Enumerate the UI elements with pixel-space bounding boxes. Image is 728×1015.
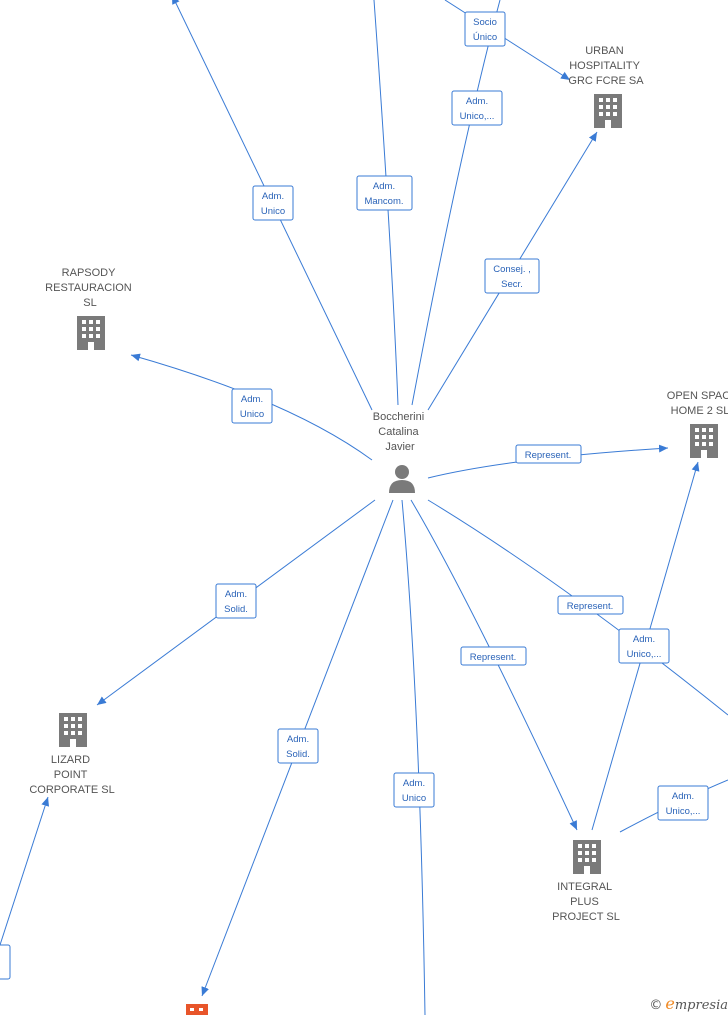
company-label-lizard: LIZARD POINT CORPORATE SL (29, 754, 114, 796)
copyright-symbol: © (649, 998, 663, 1013)
building-icon-urban[interactable] (594, 94, 622, 128)
rel-adm-unico-top[interactable]: Adm.Unico,... (451, 90, 503, 126)
rel-adm-unico-right[interactable]: Adm.Unico,... (618, 628, 670, 664)
rel-represent-right[interactable]: Represent. (557, 595, 624, 615)
rel-adm-mancom[interactable]: Adm.Mancom. (356, 175, 413, 211)
person-icon[interactable] (389, 465, 415, 493)
svg-text:Adm.Unico: Adm.Unico (402, 778, 426, 804)
rel-adm-solid-lizard[interactable]: Adm.Solid. (215, 583, 257, 619)
company-label-urban: URBAN HOSPITALITY GRC FCRE SA (568, 45, 644, 87)
edge-integral (410, 499, 578, 831)
brand-initial: e (665, 994, 675, 1013)
company-label-rapsody: RAPSODY RESTAURACION SL (45, 267, 135, 309)
svg-text:Adm.Unico,...: Adm.Unico,... (627, 634, 662, 660)
rel-adm-solid-bottom[interactable]: Adm.Solid. (277, 728, 319, 764)
edge-lizard-below (0, 796, 50, 946)
brand-name: mpresia (674, 998, 728, 1013)
svg-text:Represent.: Represent. (470, 652, 516, 663)
edge-mancom (373, 0, 399, 406)
rel-adm-unico-bottom[interactable]: Adm.Unico (393, 772, 435, 808)
rel-adm-unico-left-top[interactable]: Adm.Unico (252, 185, 294, 221)
rel-adm-unico-far-right[interactable]: Adm.Unico,... (657, 785, 709, 821)
building-icon-integral[interactable] (573, 840, 601, 874)
rel-represent-integral[interactable]: Represent. (460, 646, 527, 666)
svg-text:Adm.Unico,...: Adm.Unico,... (666, 791, 701, 817)
building-icon-lizard[interactable] (59, 713, 87, 747)
company-label-integral: INTEGRAL PLUS PROJECT SL (552, 881, 620, 923)
building-icon-highlight[interactable] (186, 1004, 208, 1015)
svg-text:Adm.Unico: Adm.Unico (261, 191, 285, 217)
center-person-label: Boccherini Catalina Javier (373, 411, 427, 453)
company-label-open-space: OPEN SPAC HOME 2 SL (667, 390, 728, 417)
rel-adm-unico-rapsody[interactable]: Adm.Unico (231, 388, 273, 424)
building-icon-open-space[interactable] (690, 424, 718, 458)
edge-socio-unico (444, 0, 571, 81)
building-icon-rapsody[interactable] (77, 316, 105, 350)
rel-consej-secr[interactable]: Consej. ,Secr. (484, 258, 540, 294)
svg-text:Represent.: Represent. (525, 450, 571, 461)
edge-represent-right (427, 499, 728, 716)
edge-adm-unico-top (411, 0, 501, 406)
svg-text:Adm.Solid.: Adm.Solid. (286, 734, 310, 760)
rel-box-partial-left[interactable] (0, 944, 11, 980)
svg-text:Adm.Unico,...: Adm.Unico,... (460, 96, 495, 122)
svg-text:Adm.Solid.: Adm.Solid. (224, 589, 248, 615)
edge-unico-bottom (401, 499, 426, 1015)
svg-text:Represent.: Represent. (567, 601, 613, 612)
watermark: ©empresia (649, 994, 728, 1013)
rel-represent-open[interactable]: Represent. (515, 444, 582, 464)
svg-text:Adm.Unico: Adm.Unico (240, 394, 264, 420)
svg-text:Adm.Mancom.: Adm.Mancom. (364, 181, 403, 207)
svg-text:Consej. ,Secr.: Consej. ,Secr. (493, 264, 531, 290)
